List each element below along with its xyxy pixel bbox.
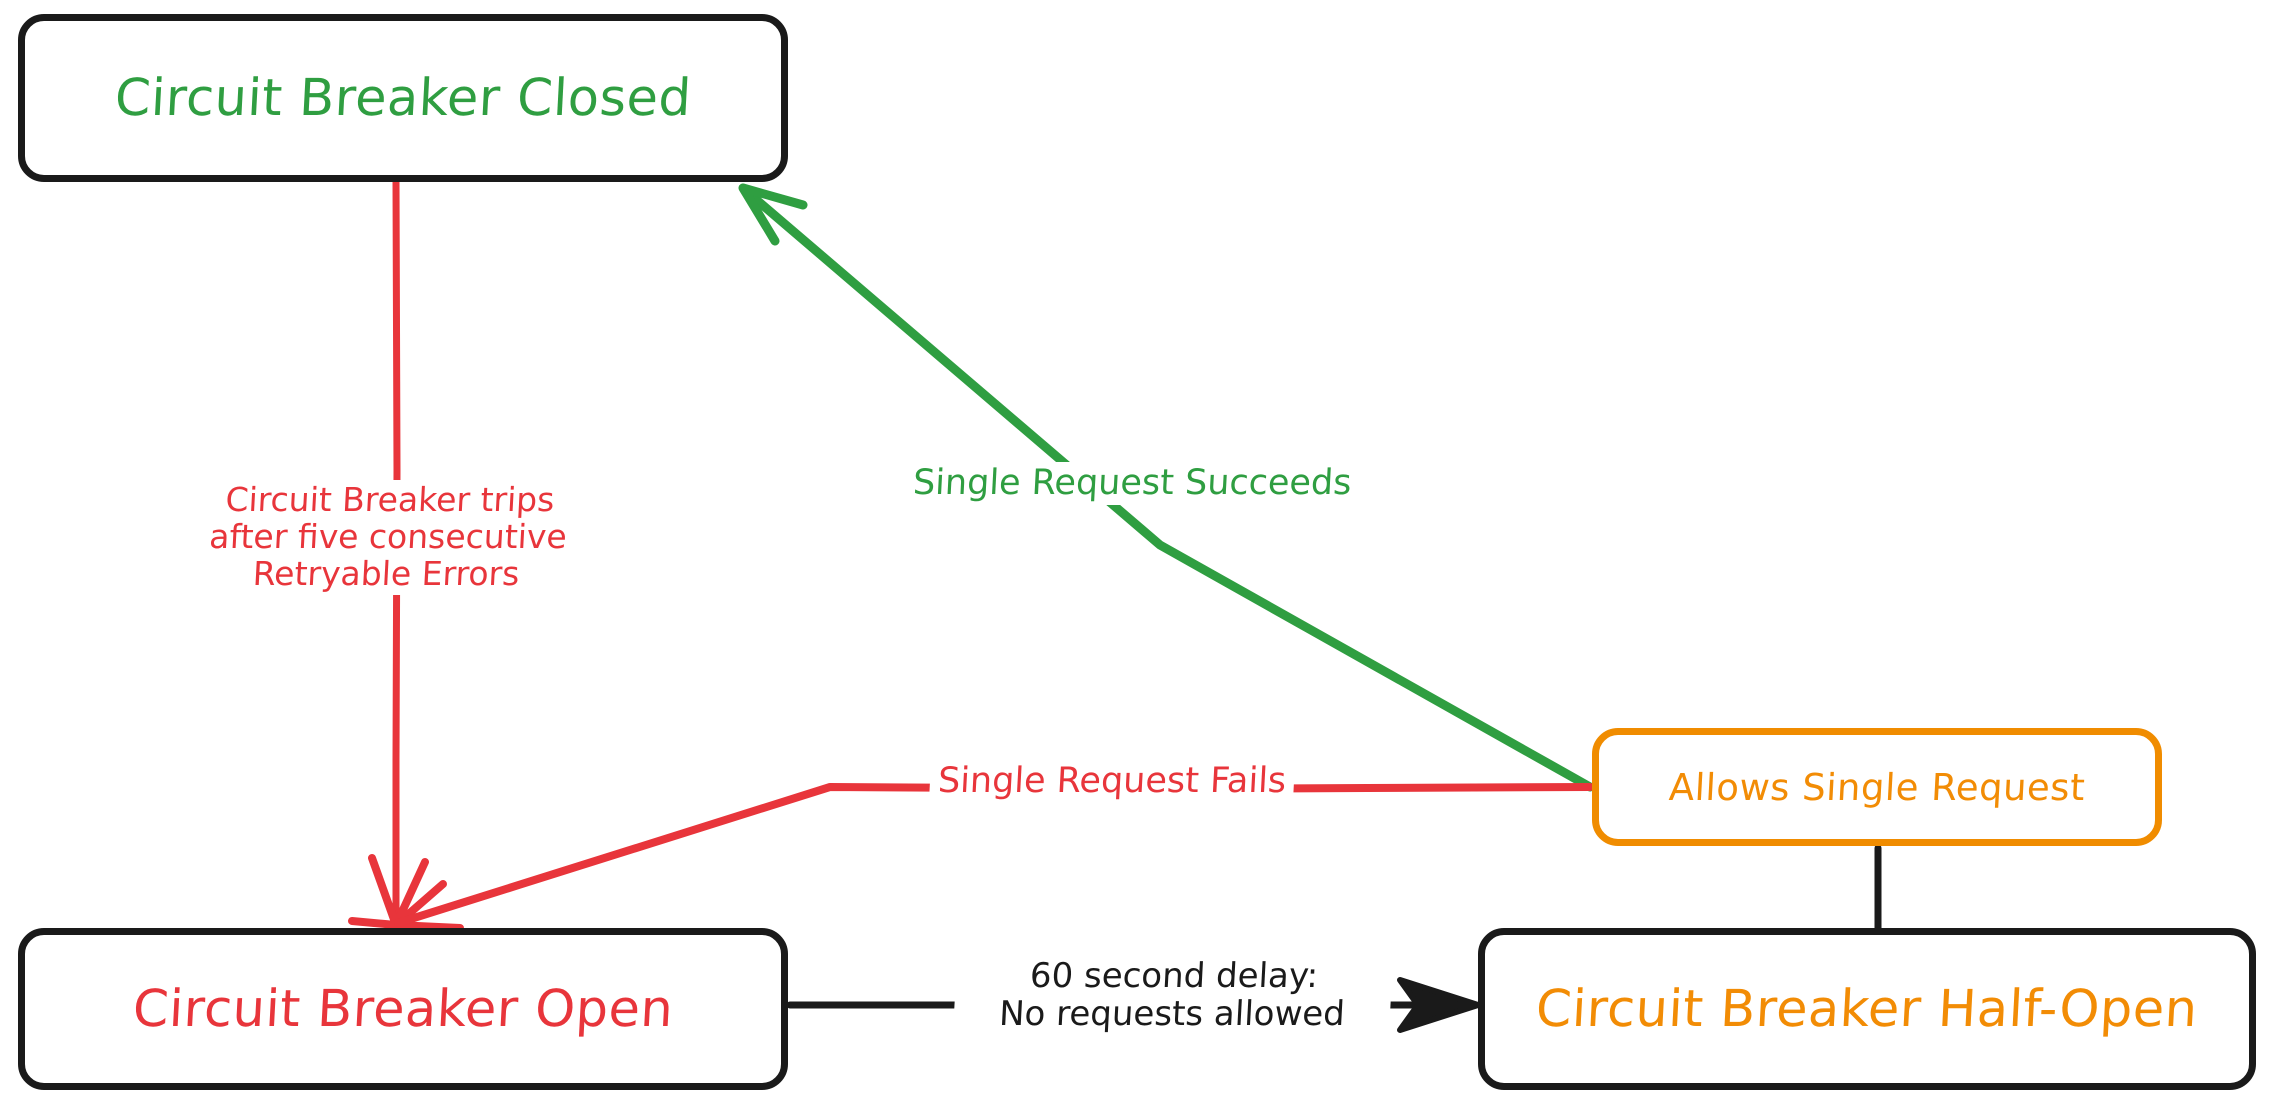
edge-label-60-second-delay: 60 second delay: No requests allowed: [952, 955, 1394, 1036]
edge-label-line: after five consecutive: [208, 516, 568, 556]
edge-label-circuit-breaker-trips: Circuit Breaker trips after five consecu…: [166, 480, 610, 595]
node-label-allows-single-request: Allows Single Request: [1667, 765, 2087, 809]
edge-label-line: 60 second delay:: [1028, 956, 1320, 996]
edge-allows-to-closed: [738, 183, 1595, 792]
edge-label-line: No requests allowed: [998, 994, 1346, 1035]
node-circuit-breaker-closed[interactable]: Circuit Breaker Closed: [18, 14, 788, 182]
edge-allows-to-open: [394, 783, 1594, 927]
edge-label-line: Circuit Breaker trips: [224, 480, 556, 519]
edge-label-single-request-fails: Single Request Fails: [928, 760, 1296, 804]
edge-closed-to-open: [348, 178, 464, 932]
node-circuit-breaker-half-open[interactable]: Circuit Breaker Half-Open: [1478, 928, 2256, 1090]
node-label-closed: Circuit Breaker Closed: [113, 68, 693, 128]
edge-label-line: Single Request Fails: [936, 761, 1288, 801]
edge-label-single-request-succeeds: Single Request Succeeds: [903, 462, 1361, 506]
edge-label-line: Single Request Succeeds: [911, 463, 1353, 503]
node-allows-single-request[interactable]: Allows Single Request: [1592, 728, 2162, 846]
node-label-open: Circuit Breaker Open: [131, 979, 675, 1039]
node-label-half-open: Circuit Breaker Half-Open: [1534, 979, 2200, 1039]
edge-label-line: Retryable Errors: [251, 553, 521, 593]
node-circuit-breaker-open[interactable]: Circuit Breaker Open: [18, 928, 788, 1090]
